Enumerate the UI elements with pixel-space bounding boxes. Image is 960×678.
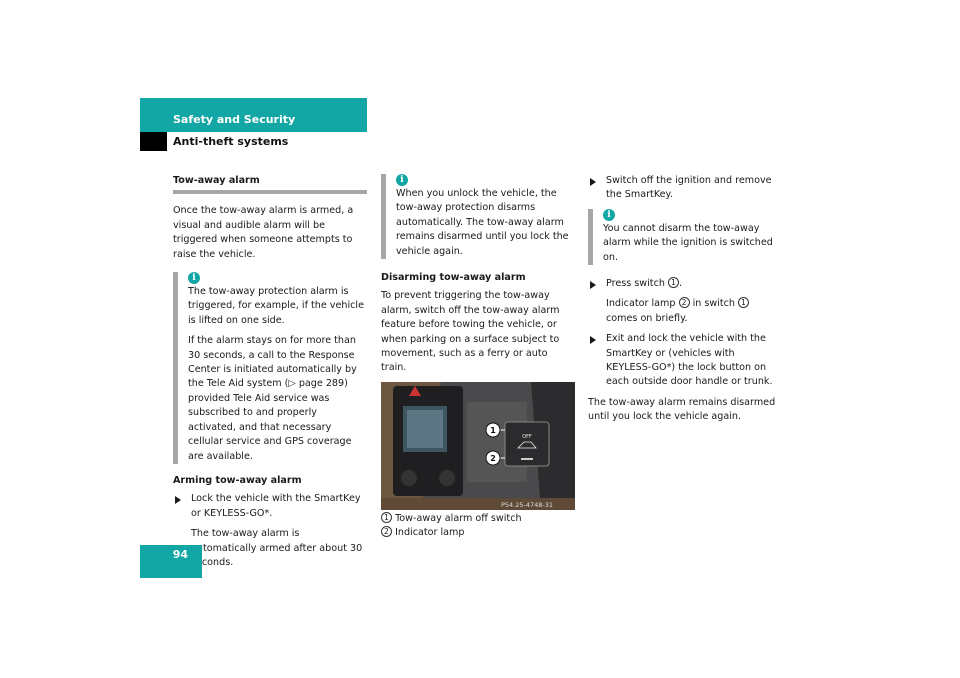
subsection-title: Anti-theft systems <box>173 135 289 148</box>
off-switch-label: OFF <box>522 434 532 440</box>
car-lift-icon <box>517 441 537 449</box>
info-ignition-text: You cannot disarm the tow-away alarm whi… <box>603 222 773 263</box>
ref-callout-2: 2 <box>678 297 690 309</box>
page-number: 94 <box>172 548 188 561</box>
legend-text-1: Tow-away alarm off switch <box>395 512 522 524</box>
section-title: Safety and Security <box>173 113 296 126</box>
closing-paragraph: The tow-away alarm remains disarmed unti… <box>588 396 776 423</box>
info-bar <box>588 208 593 266</box>
info-box-unlock: i When you unlock the vehicle, the tow-a… <box>381 174 575 260</box>
step-exit-text: Exit and lock the vehicle with the Smart… <box>606 333 773 388</box>
svg-text:1: 1 <box>490 426 496 435</box>
legend-text-2: Indicator lamp <box>395 527 465 539</box>
info-unlock-text: When you unlock the vehicle, the tow-awa… <box>396 188 569 257</box>
bullet-arrow-icon <box>175 496 181 505</box>
info-box-ignition: i You cannot disarm the tow-away alarm w… <box>588 208 782 266</box>
bullet-arrow-icon <box>590 281 596 290</box>
ref-callout-1b: 1 <box>738 297 750 309</box>
legend-item-1: 1 Tow-away alarm off switch <box>381 511 575 526</box>
legend-number-2: 2 <box>381 526 392 538</box>
info-icon: i <box>188 272 200 285</box>
column-1: Tow-away alarm Once the tow-away alarm i… <box>173 174 367 576</box>
step-press-text: Press switch 1. <box>606 277 683 290</box>
arming-step: Lock the vehicle with the SmartKey or KE… <box>173 492 367 570</box>
bullet-arrow-icon <box>590 336 596 345</box>
step-press-switch: Press switch 1. Indicator lamp 2 in swit… <box>588 277 782 326</box>
info-icon: i <box>396 174 408 186</box>
column-3: Switch off the ignition and remove the S… <box>588 174 782 431</box>
svg-text:2: 2 <box>490 454 496 463</box>
arming-heading: Arming tow-away alarm <box>173 474 302 486</box>
tow-away-heading: Tow-away alarm <box>173 175 260 186</box>
header-bar <box>140 98 367 132</box>
arming-step-text: Lock the vehicle with the SmartKey or KE… <box>191 493 361 519</box>
info-icon: i <box>603 208 615 221</box>
column-2: i When you unlock the vehicle, the tow-a… <box>381 174 575 541</box>
section-tab <box>140 132 167 151</box>
info-paragraph-1: The tow-away protection alarm is trigger… <box>188 286 364 326</box>
indicator-lamp <box>521 457 533 460</box>
info-bar <box>381 174 386 260</box>
callout-1 <box>485 422 501 438</box>
info-box-alarm: i The tow-away protection alarm is trigg… <box>173 272 367 464</box>
dashboard-illustration: P54.25-4748-31 OFF 1 2 <box>381 381 575 510</box>
figure-code: P54.25-4748-31 <box>501 501 553 509</box>
heading-rule <box>173 190 367 195</box>
step-exit-lock: Exit and lock the vehicle with the Smart… <box>588 332 782 390</box>
arming-note: The tow-away alarm is automatically arme… <box>191 528 363 568</box>
info-bar <box>173 272 178 464</box>
step-press-note: Indicator lamp 2 in switch 1 comes on br… <box>606 297 782 326</box>
ref-callout-1: 1 <box>668 277 679 289</box>
disarming-heading: Disarming tow-away alarm <box>381 272 526 284</box>
intro-paragraph: Once the tow-away alarm is armed, a visu… <box>173 205 354 260</box>
info-paragraph-2: If the alarm stays on for more than 30 s… <box>188 335 357 462</box>
legend-item-2: 2 Indicator lamp <box>381 526 575 540</box>
step-ignition-text: Switch off the ignition and remove the S… <box>606 175 772 201</box>
dashboard-figure: P54.25-4748-31 OFF 1 2 <box>381 381 575 510</box>
legend-number-1: 1 <box>381 511 392 523</box>
disarming-paragraph: To prevent triggering the tow-away alarm… <box>381 290 560 374</box>
step-ignition: Switch off the ignition and remove the S… <box>588 174 782 203</box>
bullet-arrow-icon <box>590 178 596 186</box>
callout-2 <box>485 450 501 466</box>
page-number-box <box>140 545 202 578</box>
